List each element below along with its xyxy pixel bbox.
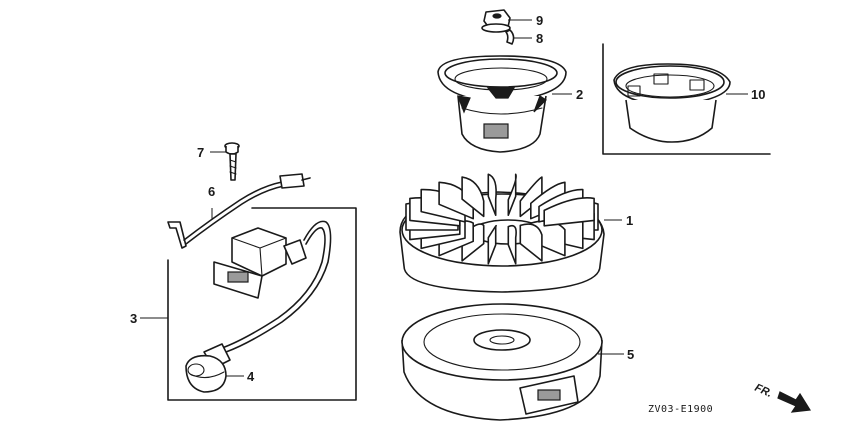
starter-cup bbox=[602, 43, 771, 155]
callout-10: 10 bbox=[751, 87, 765, 102]
callout-3: 3 bbox=[130, 311, 137, 326]
fan-fin bbox=[519, 176, 543, 218]
callout-8: 8 bbox=[536, 31, 543, 46]
fan-fin bbox=[487, 224, 497, 265]
bolt bbox=[224, 142, 240, 181]
callout-5: 5 bbox=[627, 347, 634, 362]
fan-fin bbox=[519, 223, 543, 262]
ground-wire bbox=[167, 173, 311, 249]
callout-4: 4 bbox=[247, 369, 255, 384]
callout-1: 1 bbox=[626, 213, 633, 228]
fan-fin bbox=[461, 176, 485, 218]
spark-plug-cap bbox=[185, 343, 231, 393]
callout-6: 6 bbox=[208, 184, 215, 199]
drawing-code: ZV03-E1900 bbox=[648, 404, 713, 415]
front-direction-marker: FR. bbox=[753, 382, 812, 413]
fan-fin bbox=[507, 173, 517, 216]
fan-fin bbox=[487, 173, 497, 216]
callout-9: 9 bbox=[536, 13, 543, 28]
flange-nut bbox=[481, 9, 511, 33]
woodruff-key bbox=[505, 29, 515, 45]
callout-2: 2 bbox=[576, 87, 583, 102]
callout-leaders bbox=[140, 19, 748, 377]
fan-fin bbox=[507, 224, 517, 265]
flywheel bbox=[401, 303, 603, 421]
front-arrow-icon bbox=[777, 391, 812, 413]
fan-fin bbox=[543, 197, 595, 227]
starter-pulley bbox=[437, 55, 567, 153]
cooling-fan bbox=[399, 173, 605, 293]
callout-7: 7 bbox=[197, 145, 204, 160]
front-label: FR. bbox=[753, 382, 774, 400]
ignition-coil-assembly bbox=[167, 207, 357, 401]
